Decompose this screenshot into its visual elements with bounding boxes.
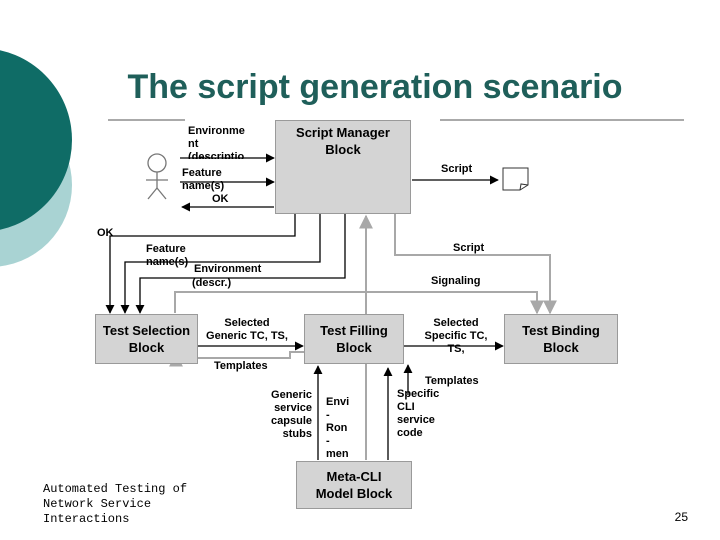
arrow-ok-left: [105, 214, 296, 314]
test-filling-line2: Block: [336, 340, 372, 355]
teal-dark-circle: [0, 50, 72, 230]
footer-line-1: Automated Testing of: [43, 482, 188, 496]
script-manager-line1: Script Manager: [296, 125, 390, 140]
script-manager-line2: Block: [325, 142, 361, 157]
script-document-icon: [502, 167, 529, 191]
test-filling-line1: Test Filling: [320, 323, 388, 338]
label-descr-mid: (descr.): [192, 277, 232, 289]
meta-cli-line1: Meta-CLI: [326, 469, 382, 484]
arrow-signaling: [174, 291, 544, 315]
meta-cli-block[interactable]: Meta-CLI Model Block: [296, 461, 412, 509]
test-binding-line1: Test Binding: [522, 323, 600, 338]
slide-title: The script generation scenario: [127, 68, 623, 106]
arrow-environment-mid: [135, 214, 346, 314]
arrow-feature-mid: [120, 214, 321, 314]
test-selection-line1: Test Selection: [102, 323, 191, 338]
label-environment-mid: Environment: [194, 263, 262, 275]
label-script-top: Script: [441, 163, 473, 175]
meta-cli-line2: Model Block: [315, 486, 393, 501]
page-number: 25: [674, 510, 688, 524]
label-templates-left: Templates: [214, 360, 268, 372]
label-envi-ron: Envi-Ron-men: [326, 396, 350, 460]
footer-line-2: Network Service: [43, 497, 152, 511]
test-binding-line2: Block: [543, 340, 579, 355]
label-signaling: Signaling: [431, 275, 481, 287]
slide-footer: Automated Testing of Network Service Int…: [43, 482, 203, 527]
footer-line-3: Interactions: [43, 512, 130, 526]
label-ok-top: OK: [212, 193, 229, 205]
user-actor-icon: [146, 153, 168, 200]
test-selection-line2: Block: [128, 340, 165, 355]
arrow-script-right: [394, 214, 557, 315]
label-ok-left: OK: [97, 227, 114, 239]
label-script-right: Script: [453, 242, 485, 254]
